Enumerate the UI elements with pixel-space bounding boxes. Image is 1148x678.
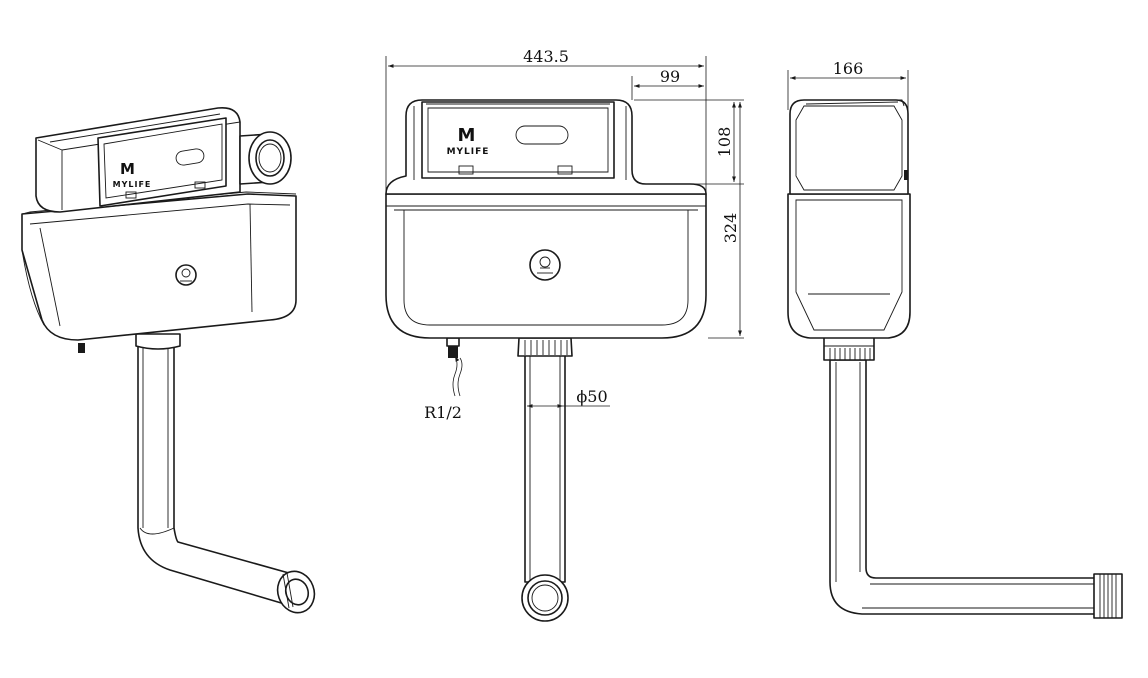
side-outlet-pipe — [829, 359, 1123, 619]
dimension-top-offset: 99 — [631, 67, 704, 100]
iso-tank-body — [21, 193, 297, 341]
side-outlet-nut — [823, 335, 875, 361]
front-outlet-pipe — [521, 349, 569, 622]
dim-total-height-label: 324 — [721, 213, 740, 244]
dim-overall-width-label: 443.5 — [523, 47, 569, 66]
dim-top-offset-label: 99 — [660, 67, 680, 86]
dim-depth-label: 166 — [833, 59, 864, 78]
iso-outlet-pipe — [137, 339, 316, 614]
front-view: M MYLIFE — [385, 99, 707, 622]
inlet-thread-label: R1/2 — [424, 403, 462, 422]
front-outlet-nut — [517, 337, 573, 357]
dimension-lid-height: 108 — [634, 99, 744, 185]
front-brand-name: MYLIFE — [447, 147, 490, 157]
iso-inlet-port — [239, 131, 292, 185]
front-inlet-stub — [446, 337, 460, 358]
iso-brand-name: MYLIFE — [113, 180, 152, 189]
isometric-view: M MYLIFE — [21, 106, 316, 614]
dimension-depth: 166 — [787, 59, 909, 110]
side-view — [787, 99, 1123, 619]
iso-outlet-nut — [135, 333, 181, 350]
side-tank-lid — [789, 99, 909, 195]
iso-tank-logo-icon — [175, 264, 197, 286]
dimension-total-height: 324 — [708, 102, 744, 339]
dimension-overall-width: 443.5 — [385, 47, 707, 196]
dim-lid-height-label: 108 — [715, 127, 734, 158]
dim-outlet-diameter-label: ϕ50 — [576, 387, 607, 406]
iso-brand-symbol: M — [120, 160, 136, 178]
iso-inlet-stub — [78, 343, 85, 353]
dimension-outlet-diameter: ϕ50 — [527, 387, 610, 408]
side-tank-body — [787, 193, 911, 339]
front-tank-logo-icon — [529, 249, 561, 281]
inlet-arrow — [452, 355, 463, 397]
front-brand-symbol: M — [458, 125, 477, 146]
